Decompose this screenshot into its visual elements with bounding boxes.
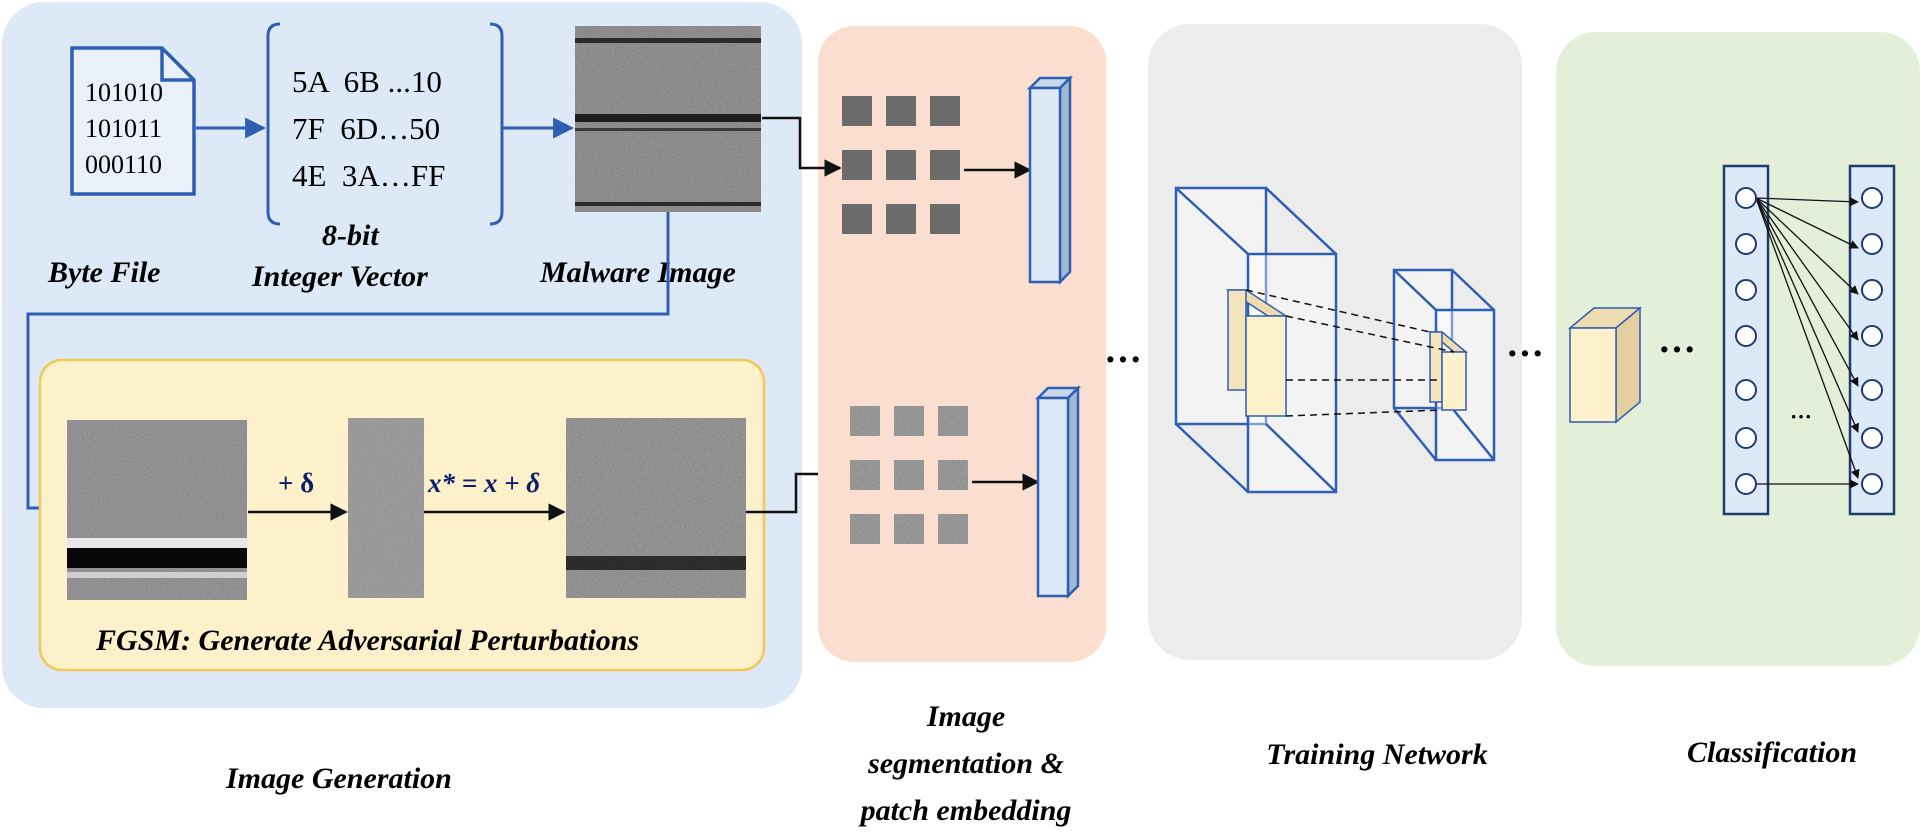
small-kernel-block [1427, 331, 1469, 411]
byte-file-line-2: 101011 [85, 114, 162, 143]
byte-file-line-3: 000110 [85, 150, 162, 179]
vector-label-line-2: Integer Vector [251, 260, 428, 293]
vector-left-bracket [266, 22, 281, 226]
byte-file-line-1: 101010 [85, 78, 163, 107]
arrow-image-to-clean-patches [762, 116, 842, 177]
fc-ellipsis: ··· [1790, 404, 1812, 429]
fgsm-formula: x* = x + δ [427, 468, 540, 498]
segmentation-panel: Image segmentation & patch embedding [762, 26, 1106, 827]
document-icon [70, 46, 196, 196]
image-generation-panel: 101010 101011 000110 Byte File 5A 6B ...… [2, 2, 844, 795]
fc-output-neurons [1861, 187, 1883, 495]
adversarial-patch-grid [850, 406, 968, 544]
fgsm-input-image [67, 420, 247, 600]
clean-patch-grid [842, 96, 960, 234]
plus-delta-label: + δ [278, 468, 314, 498]
fc-input-neurons [1735, 187, 1757, 495]
segmentation-label-line-1: Image [926, 700, 1005, 733]
large-kernel-block [1225, 289, 1289, 417]
training-panel: ··· [1104, 24, 1522, 771]
segmentation-label-line-3: patch embedding [858, 794, 1072, 827]
kernel-projection-lines [1245, 289, 1455, 417]
fully-connected-layers: ··· [1722, 164, 1896, 516]
adversarial-embedding-vector [1034, 384, 1082, 600]
byte-file-label: Byte File [47, 256, 160, 289]
classification-panel: ··· ··· [1506, 32, 1920, 769]
training-label: Training Network [1266, 738, 1487, 771]
vector-right-bracket [489, 22, 504, 226]
classification-label: Classification [1687, 736, 1857, 769]
fgsm-label: FGSM: Generate Adversarial Perturbations [95, 624, 639, 657]
ellipsis-before-classification: ··· [1506, 333, 1544, 375]
ellipsis-before-training: ··· [1104, 339, 1142, 381]
adversarial-image [566, 418, 746, 598]
vector-line-1: 5A 6B ...10 [292, 64, 442, 99]
vector-line-2: 7F 6D…50 [292, 111, 440, 146]
ellipsis-before-fc-layers: ··· [1658, 329, 1696, 371]
malware-image [575, 26, 761, 212]
pooled-feature-cube [1567, 306, 1643, 424]
fc-connections [1755, 197, 1860, 489]
vector-label-line-1: 8-bit [322, 219, 380, 252]
vector-line-3: 4E 3A…FF [292, 158, 445, 193]
segmentation-label-line-2: segmentation & [867, 747, 1064, 780]
image-generation-label: Image Generation [225, 762, 452, 795]
clean-embedding-vector [1026, 74, 1074, 286]
perturbation-image [348, 418, 424, 598]
malware-image-label: Malware Image [539, 256, 736, 289]
